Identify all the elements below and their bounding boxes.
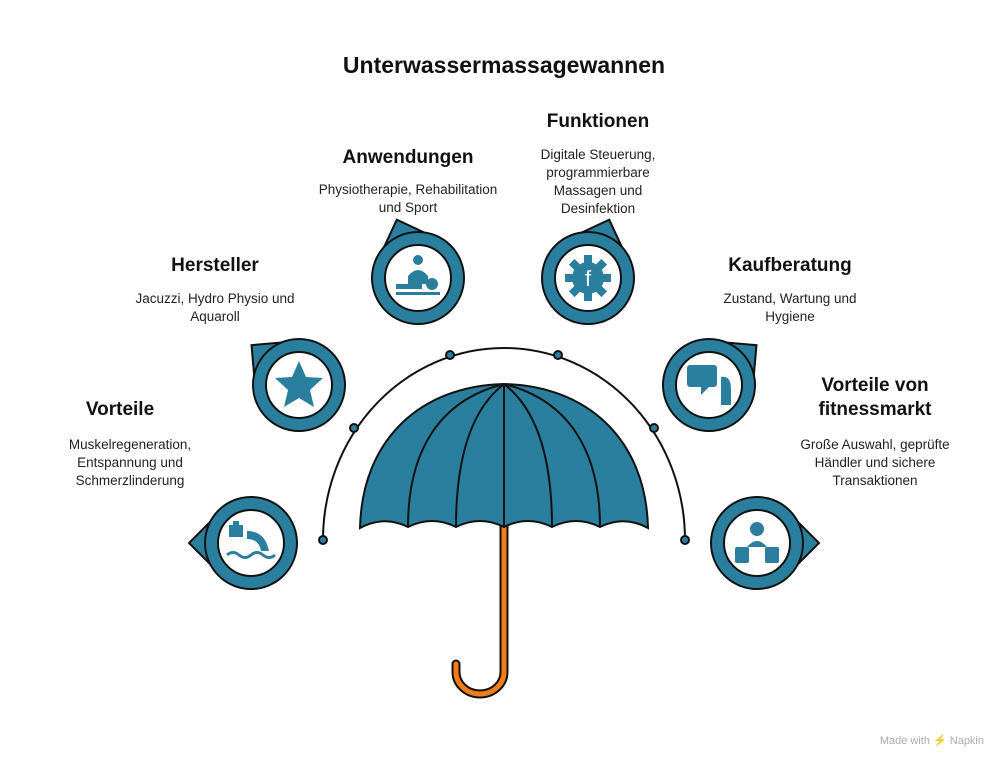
watermark: Made with ⚡ Napkin (879, 735, 984, 747)
item-title-fitnessmarkt: Vorteile von fitnessmarkt (818, 375, 932, 420)
diagram-title: Unterwassermassagewannen (342, 52, 666, 78)
bubble-0 (187, 496, 298, 590)
item-desc-vorteile: Muskelregeneration, Entspannung und Schm… (68, 437, 192, 488)
item-desc-anwendungen: Physiotherapie, Rehabilitation und Sport (318, 182, 498, 215)
arc-dots (318, 350, 690, 545)
item-desc-kaufberatung: Zustand, Wartung und Hygiene (723, 291, 857, 324)
item-title-vorteile: Vorteile (85, 399, 155, 420)
umbrella-handle (451, 520, 509, 699)
massage-icon (396, 255, 440, 295)
item-desc-funktionen: Digitale Steuerung, programmierbare Mass… (540, 147, 656, 216)
item-title-kaufberatung: Kaufberatung (728, 255, 852, 276)
bubble-2 (371, 218, 465, 325)
item-desc-fitnessmarkt: Große Auswahl, geprüfte Händler und sich… (800, 437, 950, 488)
item-title-anwendungen: Anwendungen (342, 147, 474, 168)
bubble-1 (250, 338, 346, 432)
gear-function-icon: f (565, 255, 611, 301)
bubble-3: f (541, 218, 635, 325)
bubble-4 (662, 338, 758, 432)
shopping-advice-icon (687, 365, 731, 405)
item-desc-hersteller: Jacuzzi, Hydro Physio und Aquaroll (135, 291, 295, 324)
connector-arc (322, 347, 686, 541)
marketplace-icon (735, 522, 779, 563)
item-title-hersteller: Hersteller (171, 255, 259, 276)
bubble-5 (710, 496, 821, 590)
hydrotherapy-icon (226, 521, 276, 559)
item-title-funktionen: Funktionen (546, 111, 650, 132)
umbrella-canopy (358, 382, 650, 530)
star-icon (275, 361, 323, 407)
svg-text:f: f (585, 266, 592, 291)
